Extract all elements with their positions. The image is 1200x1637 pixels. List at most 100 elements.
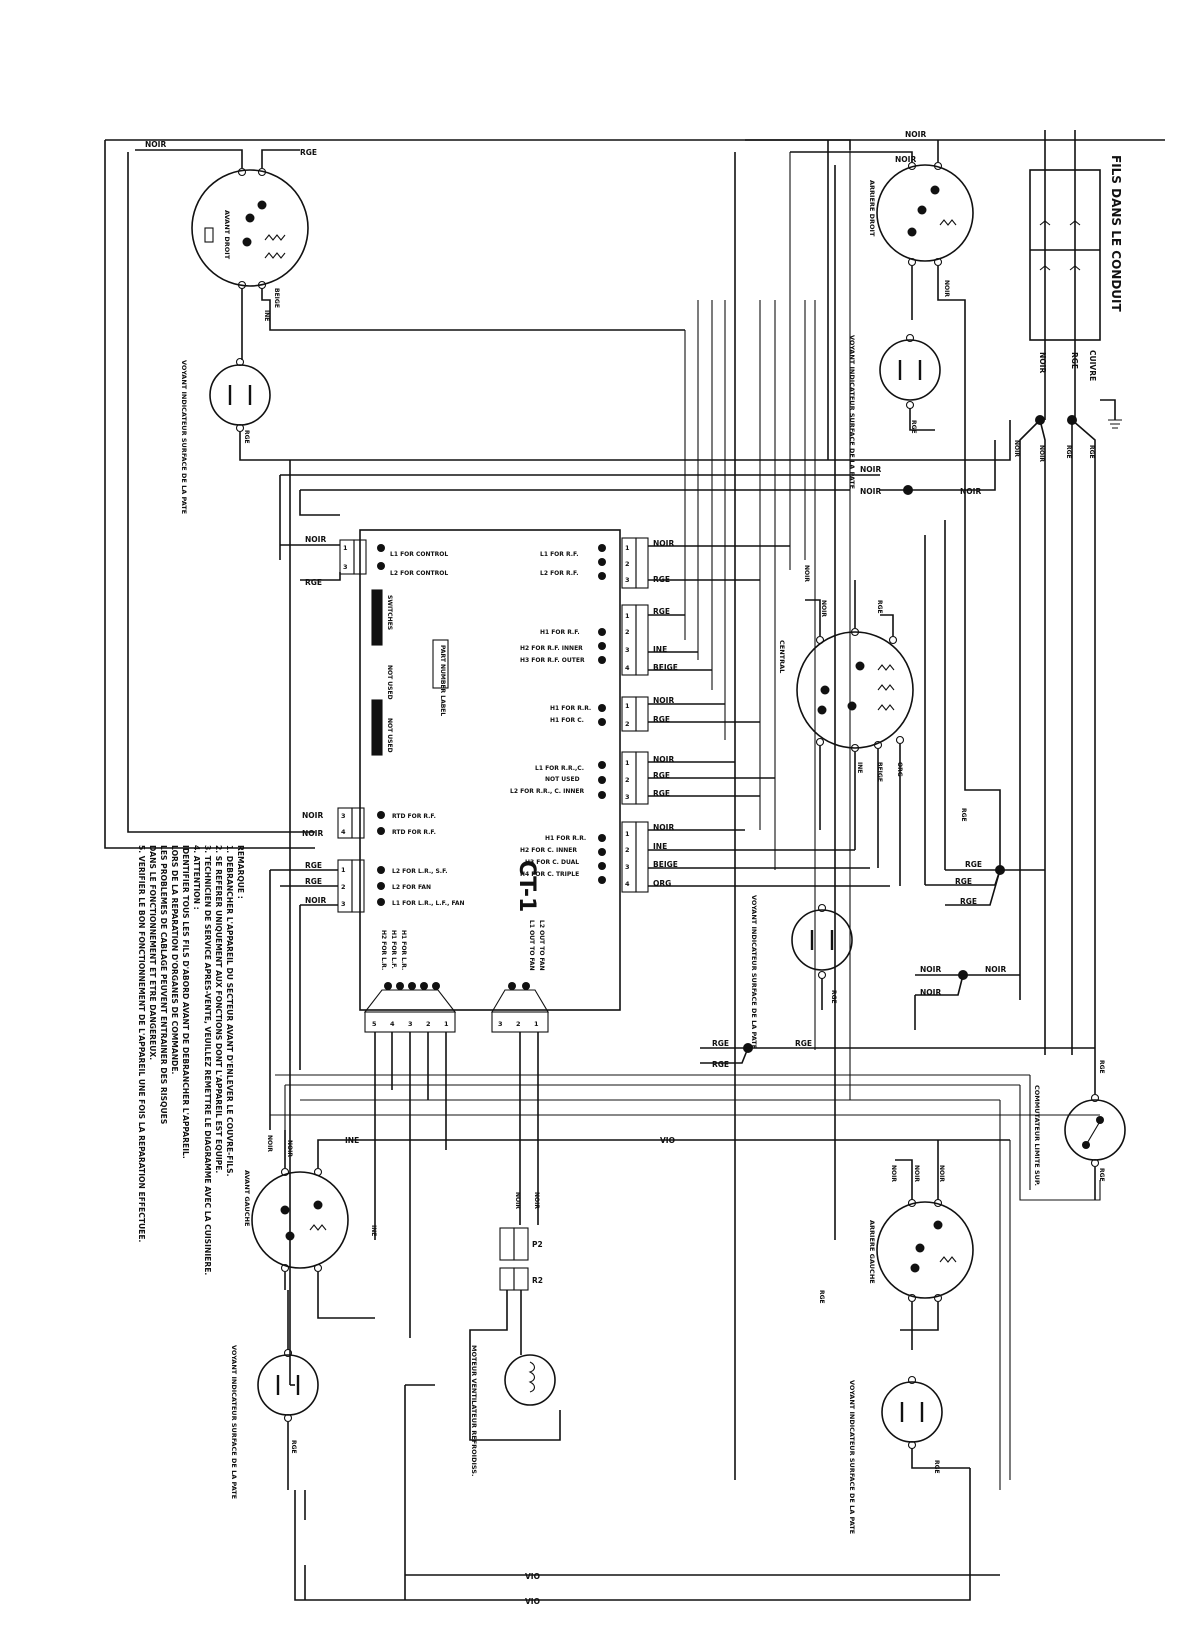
note-3: 3. TECHNICIEN DE SERVICE APRES-VENTE, VE… (203, 845, 212, 1275)
svg-text:4: 4 (625, 880, 630, 888)
plug-p2: P2 (532, 1240, 543, 1249)
top-bus: NOIR NOIR NOIR (279, 150, 996, 1100)
board-title: CT-1 (514, 860, 539, 912)
svg-text:NOIR: NOIR (1013, 440, 1020, 457)
notes-block: REMARQUE : 1. DEBRANCHER L'APPAREIL DU S… (137, 845, 245, 1275)
svg-text:3: 3 (408, 1020, 413, 1028)
svg-text:RGE: RGE (653, 715, 670, 724)
wire-label-beige-1: BEIGE (273, 288, 280, 308)
element-rear-left: ARRIERE GAUCHE NOIR NOIR NOIR RGE (818, 1140, 974, 1350)
note-5: IDENTIFIER TOUS LES FILS D'ABORD AVANT D… (181, 845, 190, 1159)
conduit-label: FILS DANS LE CONDUIT (1109, 155, 1123, 312)
svg-text:RGE: RGE (653, 789, 670, 798)
svg-text:INE: INE (370, 1225, 377, 1236)
indicator-front-left: VOYANT INDICATEUR SURFACE DE LA PATE RGE (230, 1290, 319, 1499)
svg-text:L1 FOR CONTROL: L1 FOR CONTROL (390, 551, 448, 558)
svg-text:RGE: RGE (1098, 1168, 1105, 1182)
svg-text:NOIR: NOIR (860, 487, 881, 496)
svg-text:RGE: RGE (965, 860, 982, 869)
svg-text:NOIR: NOIR (653, 755, 674, 764)
svg-text:1: 1 (625, 759, 630, 767)
conduit: FILS DANS LE CONDUIT CUIVRE NOIR RGE NOI… (1013, 130, 1123, 1080)
svg-text:RGE: RGE (653, 607, 670, 616)
svg-text:3: 3 (498, 1020, 503, 1028)
svg-text:H2 FOR C. INNER: H2 FOR C. INNER (520, 847, 577, 854)
wire-label-ine-1: INE (263, 310, 270, 321)
svg-text:4: 4 (390, 1020, 395, 1028)
svg-text:INE: INE (345, 1136, 359, 1145)
svg-text:BEIGE: BEIGE (653, 663, 678, 672)
svg-text:NOIR: NOIR (943, 280, 950, 297)
note-6: LORS DE LA REPARATION D'ORGANES DE COMMA… (170, 845, 179, 1075)
svg-text:H3 FOR C. DUAL: H3 FOR C. DUAL (525, 859, 579, 866)
svg-text:RGE: RGE (305, 578, 322, 587)
note-8: DANS LE FONCTIONNEMENT ET ETRE DANGEREUX… (148, 845, 157, 1060)
indicator-label-5: VOYANT INDICATEUR SURFACE DE LA PATE (848, 1380, 856, 1534)
svg-text:1: 1 (444, 1020, 449, 1028)
lower-bus: VIO INE (270, 1074, 1101, 1490)
svg-text:NOIR: NOIR (302, 811, 323, 820)
svg-text:2: 2 (625, 846, 630, 854)
svg-text:3: 3 (341, 812, 346, 820)
note-2: 2. SE REFERER UNIQUEMENT AUX FONCTIONS D… (214, 845, 223, 1173)
svg-text:RGE: RGE (910, 420, 917, 434)
svg-text:NOIR: NOIR (920, 965, 941, 974)
note-7: LES PROBLEMES DE CABLAGE PEUVENT ENTRAIN… (159, 845, 168, 1124)
fan-motor-label: MOTEUR VENTILATEUR REFROIDISS. (470, 1345, 478, 1476)
svg-text:H2 FOR R.F. INNER: H2 FOR R.F. INNER (520, 645, 583, 652)
svg-text:NOIR: NOIR (820, 600, 827, 617)
indicator-label-3: VOYANT INDICATEUR SURFACE DE LA PATE (750, 895, 758, 1049)
svg-text:2: 2 (426, 1020, 431, 1028)
element-center: CENTRAL NOIR NOIR RGE INE BEIGE ORG (778, 565, 914, 886)
svg-text:RTD FOR R.F.: RTD FOR R.F. (392, 829, 436, 836)
svg-text:4: 4 (625, 664, 630, 672)
front-right-label: AVANT DROIT (223, 210, 231, 260)
element-front-left: AVANT GAUCHE NOIR NOIR INE (243, 1130, 411, 1338)
svg-text:RTD FOR R.F.: RTD FOR R.F. (392, 813, 436, 820)
svg-text:NOT USED: NOT USED (386, 665, 393, 700)
svg-text:3: 3 (625, 793, 630, 801)
svg-text:NOIR: NOIR (938, 1165, 945, 1182)
note-9: 5. VERIFIER LE BON FONCTIONNEMENT DE L'A… (137, 845, 146, 1243)
svg-text:NOIR: NOIR (803, 565, 810, 582)
svg-text:INE: INE (653, 842, 667, 851)
svg-text:VIO: VIO (525, 1572, 540, 1581)
wire-label-noir-1: NOIR (145, 140, 166, 149)
svg-text:RGE: RGE (305, 877, 322, 886)
connector-p4: 1 2 H1 FOR R.R. H1 FOR C. NOIR RGE (550, 696, 760, 732)
indicator-label-4: VOYANT INDICATEUR SURFACE DE LA PATE (230, 1345, 238, 1499)
svg-text:RGE: RGE (960, 897, 977, 906)
svg-text:NOIR: NOIR (960, 487, 981, 496)
svg-text:RGE: RGE (243, 430, 250, 444)
copper-label: CUIVRE (1088, 350, 1097, 381)
svg-text:BEIGE: BEIGE (876, 762, 883, 782)
svg-text:L2 FOR CONTROL: L2 FOR CONTROL (390, 570, 448, 577)
svg-text:H1 FOR R.R.: H1 FOR R.R. (550, 705, 591, 712)
front-left-label: AVANT GAUCHE (243, 1170, 251, 1226)
svg-text:RGE: RGE (1088, 445, 1095, 459)
svg-text:L1 FOR L.R., L.F., FAN: L1 FOR L.R., L.F., FAN (392, 900, 465, 907)
svg-text:RGE: RGE (290, 1440, 297, 1454)
connector-p8: 1 2 3 4 H1 FOR R.R. H2 FOR C. INNER H3 F… (520, 821, 890, 893)
svg-text:RGE: RGE (712, 1039, 729, 1048)
svg-text:3: 3 (343, 563, 348, 571)
svg-text:RGE: RGE (830, 990, 837, 1004)
svg-text:H1 FOR R.F.: H1 FOR R.F. (540, 629, 580, 636)
connector-p5: 1 2 3 L1 FOR R.R.,C. NOT USED L2 FOR R.R… (510, 751, 775, 805)
svg-text:L2 FOR L.R., S.F.: L2 FOR L.R., S.F. (392, 868, 448, 875)
svg-text:H1 FOR L.F.: H1 FOR L.F. (390, 930, 397, 969)
limit-switch-label: COMMUTATEUR LIMITE SUP. (1033, 1085, 1041, 1186)
svg-text:1: 1 (625, 702, 630, 710)
svg-text:NOIR: NOIR (1038, 445, 1045, 462)
svg-text:PART NUMBER LABEL: PART NUMBER LABEL (439, 645, 446, 716)
frame-wires (104, 139, 1165, 1601)
svg-text:2: 2 (625, 628, 630, 636)
svg-text:H1 FOR L.R.: H1 FOR L.R. (400, 930, 407, 970)
svg-text:NOIR: NOIR (514, 1192, 521, 1209)
svg-text:NOIR: NOIR (305, 896, 326, 905)
svg-text:NOT USED: NOT USED (386, 718, 393, 753)
svg-text:L2 FOR FAN: L2 FOR FAN (392, 884, 431, 891)
svg-text:L1 FOR R.F.: L1 FOR R.F. (540, 551, 579, 558)
svg-text:3: 3 (625, 576, 630, 584)
